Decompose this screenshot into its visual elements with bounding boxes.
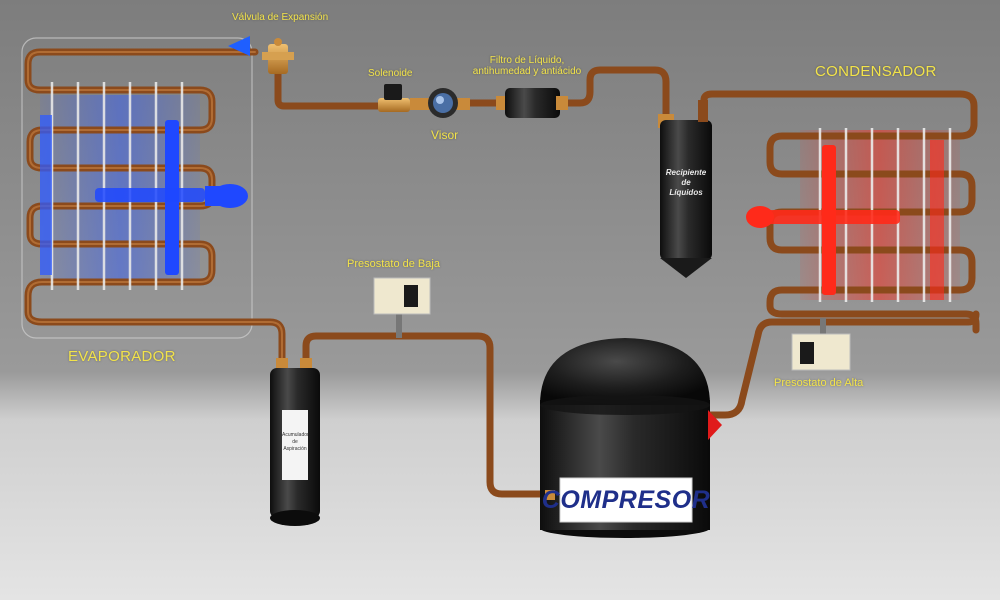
evaporator-label: EVAPORADOR bbox=[68, 348, 176, 365]
sight-glass-label: Visor bbox=[431, 128, 459, 142]
compressor-label-plate bbox=[559, 477, 693, 523]
receiver-label-line1: Recipiente bbox=[665, 168, 707, 177]
condenser-inlet-red bbox=[746, 206, 774, 228]
condenser-label: CONDENSADOR bbox=[815, 63, 937, 80]
compressor bbox=[540, 338, 722, 538]
solenoid-valve bbox=[378, 84, 410, 112]
compressor-discharge-marker bbox=[708, 410, 722, 440]
filter-label-line2: antihumedad y antiácido bbox=[472, 66, 582, 77]
accumulator-label-line1: Acumulador bbox=[282, 432, 309, 438]
liquid-filter bbox=[496, 88, 568, 118]
filter-label: Filtro de Líquido, antihumedad y antiáci… bbox=[472, 55, 582, 77]
receiver-label-line2: de bbox=[681, 178, 691, 187]
receiver-label: Recipiente de Líquidos bbox=[660, 168, 712, 198]
liquid-receiver bbox=[658, 100, 712, 278]
high-pressure-switch bbox=[791, 318, 851, 371]
compressor-label: COMPRESOR bbox=[541, 485, 711, 514]
solenoid-label: Solenoide bbox=[368, 68, 413, 79]
evaporator-frame bbox=[21, 37, 253, 339]
expansion-valve bbox=[228, 36, 294, 74]
low-pressure-switch bbox=[373, 277, 431, 338]
accumulator-label-plate bbox=[282, 410, 308, 480]
discharge-line bbox=[706, 310, 980, 419]
expansion-valve-label: Válvula de Expansión bbox=[232, 12, 329, 23]
condenser bbox=[700, 90, 980, 334]
high-pressure-switch-label: Presostato de Alta bbox=[774, 377, 864, 389]
expansion-valve-arrow-icon bbox=[228, 36, 250, 56]
accumulator-label: Acumulador de Aspiración bbox=[282, 432, 309, 453]
sight-glass bbox=[410, 88, 470, 118]
filter-label-line1: Filtro de Líquido, bbox=[489, 55, 565, 66]
evaporator bbox=[21, 37, 286, 366]
accumulator-label-line2: de Aspiración bbox=[283, 439, 307, 452]
low-pressure-switch-label: Presostato de Baja bbox=[347, 258, 440, 270]
suction-accumulator bbox=[270, 358, 320, 526]
receiver-label-line3: Líquidos bbox=[669, 188, 703, 197]
suction-line bbox=[302, 332, 549, 498]
